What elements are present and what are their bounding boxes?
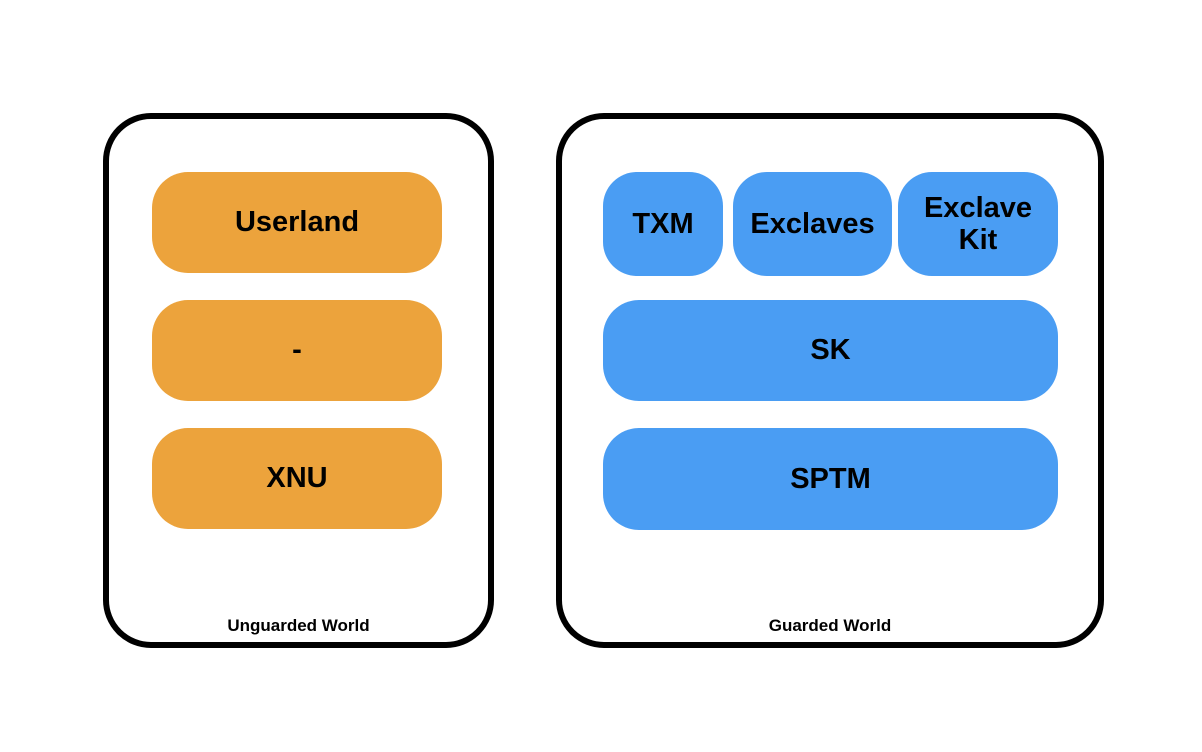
block-txm: TXM: [603, 172, 723, 276]
guarded-world-container: TXM Exclaves Exclave Kit SK SPTM Guarded…: [556, 113, 1104, 648]
block-dash: -: [152, 300, 442, 401]
block-xnu: XNU: [152, 428, 442, 529]
block-exclave-kit: Exclave Kit: [898, 172, 1058, 276]
unguarded-world-container: Userland - XNU Unguarded World: [103, 113, 494, 648]
block-exclaves: Exclaves: [733, 172, 892, 276]
unguarded-world-label: Unguarded World: [227, 616, 370, 635]
block-sptm: SPTM: [603, 428, 1058, 530]
guarded-world-label: Guarded World: [768, 616, 892, 635]
block-userland: Userland: [152, 172, 442, 273]
block-sk: SK: [603, 300, 1058, 401]
